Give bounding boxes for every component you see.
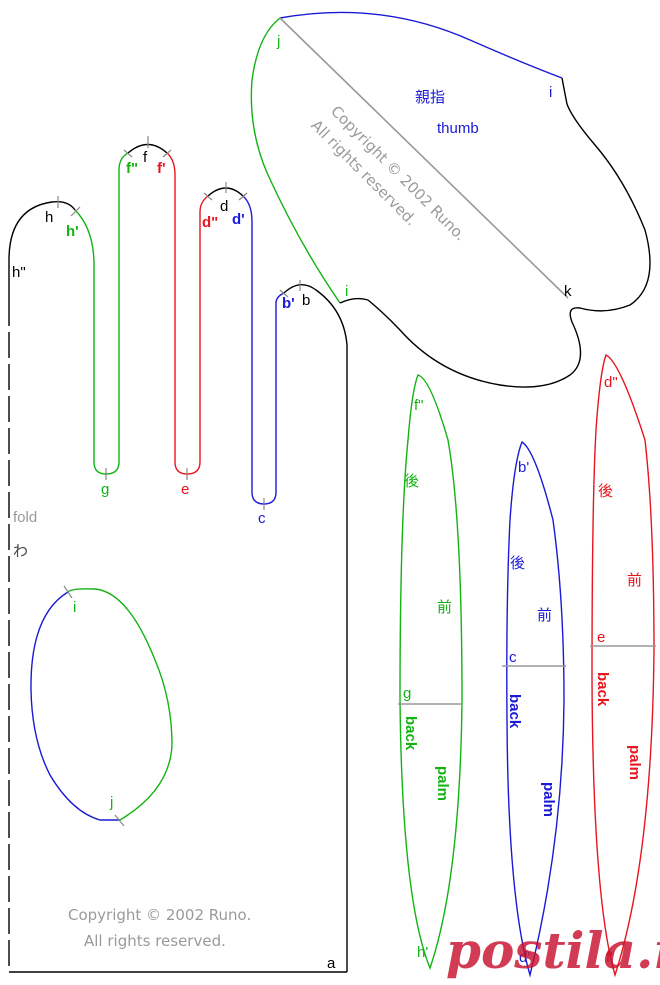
- thumb-green-seam: [250, 17, 341, 304]
- gusset-red-top-label: d": [604, 374, 618, 391]
- label-h: h: [45, 209, 53, 226]
- gusset-red-palm-en: palm: [626, 745, 643, 780]
- label-a: a: [327, 955, 336, 972]
- label-d-dprime: d": [202, 214, 218, 231]
- thumb-label-k: k: [564, 283, 572, 300]
- gusset-green-outline: [399, 374, 463, 970]
- thumb-outline-right: [367, 77, 651, 388]
- hand-tick-marks: [57, 136, 301, 510]
- watermark: postila.ru: [446, 921, 660, 980]
- thumb-hole-green-arc: [67, 588, 173, 821]
- label-c: c: [258, 510, 266, 527]
- hand-pattern: h h' h" f f" f' d d" d' b b' g e c a fol…: [8, 136, 348, 973]
- thumb-blue-seam: [279, 11, 563, 79]
- label-b-prime: b': [282, 295, 295, 312]
- gusset-green-palm-en: palm: [434, 766, 451, 801]
- thumb-fold-line: [279, 17, 569, 299]
- gusset-green-back-en: back: [402, 716, 419, 751]
- gusset-green-mid-label: g: [403, 685, 411, 702]
- fold-label: fold: [13, 509, 37, 526]
- gusset-blue-outline: [506, 440, 565, 978]
- thumb-hole-blue-arc: [30, 591, 120, 821]
- gusset-blue-front-jp: 前: [537, 606, 552, 624]
- gusset-red-back-jp: 後: [598, 482, 613, 500]
- thumb-hole-label-i: i: [73, 599, 76, 616]
- gusset-red-outline: [591, 354, 655, 978]
- thumb-label-i-bottom: i: [345, 283, 348, 300]
- gusset-blue-bottom-label: d': [519, 949, 530, 966]
- gusset-green-front-jp: 前: [437, 598, 452, 616]
- hand-outline-left-top: [8, 200, 76, 300]
- thumb-label-i-top: i: [549, 84, 552, 101]
- thumb-outline-gap: [339, 297, 369, 304]
- thumb-pattern: j i i k 親指 thumb Copyright © 2002 Runo. …: [250, 11, 651, 388]
- gusset-blue-back-en: back: [506, 694, 523, 729]
- hand-green-seam: [74, 152, 129, 475]
- watermark-text: postila.ru: [446, 921, 660, 980]
- gusset-blue-back-jp: 後: [510, 554, 525, 572]
- gusset-red: d" 後 前 e back palm f': [590, 354, 656, 978]
- thumb-hole-tick-i: [63, 585, 73, 599]
- gusset-red-back-en: back: [594, 672, 611, 707]
- hand-blue-seam: [242, 195, 285, 505]
- thumb-title-en: thumb: [437, 120, 479, 137]
- fold-label-jp: わ: [13, 542, 28, 560]
- label-e: e: [181, 481, 189, 498]
- gusset-green-back-jp: 後: [404, 472, 419, 490]
- thumb-hole-label-j: j: [109, 794, 113, 811]
- label-f-prime: f': [157, 160, 166, 177]
- hand-red-seam: [166, 152, 209, 475]
- hand-copyright-line1: Copyright © 2002 Runo.: [68, 906, 251, 924]
- label-f-dprime: f": [126, 160, 138, 177]
- gusset-green-top-label: f": [414, 397, 424, 414]
- label-b: b: [302, 292, 310, 309]
- hand-copyright-line2: All rights reserved.: [84, 932, 226, 950]
- gusset-red-front-jp: 前: [627, 571, 642, 589]
- thumb-hole: i j: [30, 585, 173, 827]
- gusset-green-bottom-label: h': [417, 944, 428, 961]
- gusset-green: f" 後 前 g back palm h': [398, 374, 463, 970]
- thumb-label-j: j: [276, 33, 280, 50]
- thumb-hole-tick-j: [114, 814, 125, 827]
- gusset-blue-top-label: b': [518, 459, 529, 476]
- label-h-prime: h': [66, 223, 79, 240]
- thumb-title-jp: 親指: [415, 88, 445, 106]
- gusset-blue-mid-label: c: [509, 649, 517, 666]
- hand-outline-b-top-right: [283, 284, 348, 972]
- label-d-prime: d': [232, 211, 245, 228]
- label-d: d: [220, 198, 228, 215]
- label-h-dprime: h": [12, 264, 26, 281]
- gusset-blue-palm-en: palm: [540, 782, 557, 817]
- gusset-red-bottom-label: f': [606, 949, 613, 966]
- gusset-red-mid-label: e: [597, 629, 605, 646]
- label-f: f: [143, 149, 148, 166]
- gusset-blue: b' 後 前 c back palm d': [502, 440, 566, 978]
- label-g: g: [101, 481, 109, 498]
